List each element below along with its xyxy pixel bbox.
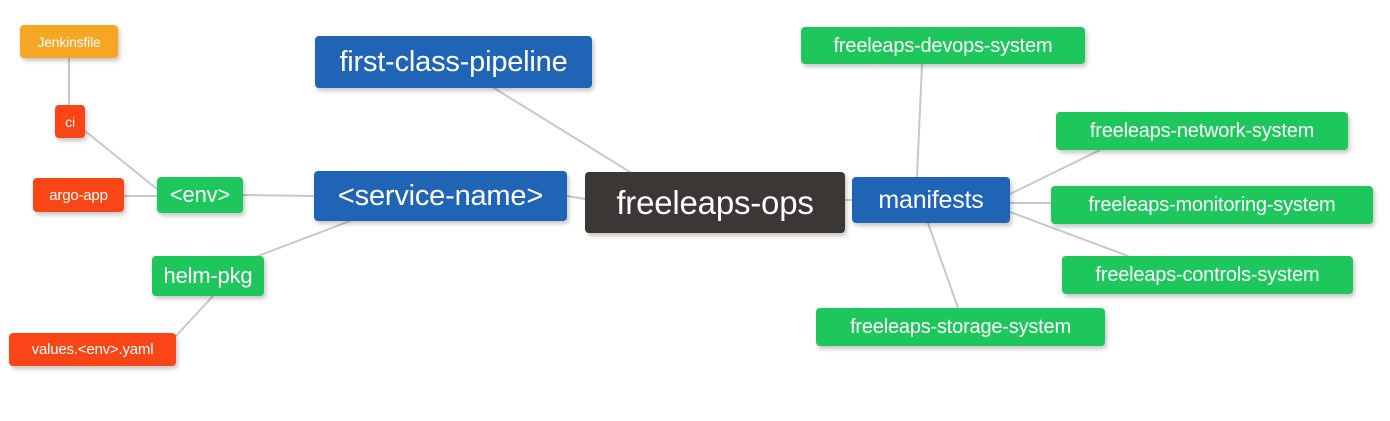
node-label-freeleaps-ops: freeleaps-ops — [616, 184, 814, 221]
node-values-env-yaml[interactable]: values.<env>.yaml — [9, 333, 176, 366]
node-freeleaps-devops-system[interactable]: freeleaps-devops-system — [801, 27, 1085, 64]
node-freeleaps-storage-system[interactable]: freeleaps-storage-system — [816, 308, 1105, 346]
node-label-argo-app: argo-app — [49, 186, 108, 204]
edge-env-to-service-name — [242, 194, 315, 197]
node-helm-pkg[interactable]: helm-pkg — [152, 256, 264, 296]
node-freeleaps-ops[interactable]: freeleaps-ops — [585, 172, 845, 233]
node-label-manifests: manifests — [878, 185, 984, 214]
node-freeleaps-controls-system[interactable]: freeleaps-controls-system — [1062, 256, 1353, 294]
node-label-freeleaps-storage-system: freeleaps-storage-system — [850, 316, 1071, 338]
node-jenkinsfile[interactable]: Jenkinsfile — [20, 25, 118, 58]
node-label-jenkinsfile: Jenkinsfile — [37, 33, 101, 50]
edge-values-env-yaml-to-helm-pkg — [175, 295, 214, 337]
node-service-name[interactable]: <service-name> — [314, 171, 567, 221]
edge-helm-pkg-to-service-name — [249, 220, 351, 260]
node-env[interactable]: <env> — [157, 177, 243, 213]
node-label-ci: ci — [65, 113, 75, 130]
edge-manifests-to-freeleaps-storage-system — [927, 222, 959, 309]
node-label-freeleaps-monitoring-system: freeleaps-monitoring-system — [1088, 194, 1336, 216]
node-label-values-env-yaml: values.<env>.yaml — [31, 341, 154, 358]
edge-first-class-pipeline-to-freeleaps-ops — [493, 87, 631, 173]
node-first-class-pipeline[interactable]: first-class-pipeline — [315, 36, 592, 88]
node-label-freeleaps-controls-system: freeleaps-controls-system — [1095, 264, 1320, 286]
node-label-env: <env> — [169, 182, 231, 207]
node-manifests[interactable]: manifests — [852, 177, 1010, 223]
node-ci[interactable]: ci — [55, 105, 85, 138]
node-label-first-class-pipeline: first-class-pipeline — [339, 45, 568, 78]
node-freeleaps-monitoring-system[interactable]: freeleaps-monitoring-system — [1051, 186, 1373, 224]
edge-service-name-to-freeleaps-ops — [566, 195, 586, 200]
node-label-freeleaps-devops-system: freeleaps-devops-system — [833, 34, 1053, 57]
node-argo-app[interactable]: argo-app — [33, 178, 124, 212]
node-label-service-name: <service-name> — [337, 179, 544, 212]
node-label-helm-pkg: helm-pkg — [163, 263, 253, 288]
node-freeleaps-network-system[interactable]: freeleaps-network-system — [1056, 112, 1348, 150]
edge-freeleaps-devops-system-to-manifests — [916, 63, 923, 178]
node-label-freeleaps-network-system: freeleaps-network-system — [1089, 120, 1315, 142]
